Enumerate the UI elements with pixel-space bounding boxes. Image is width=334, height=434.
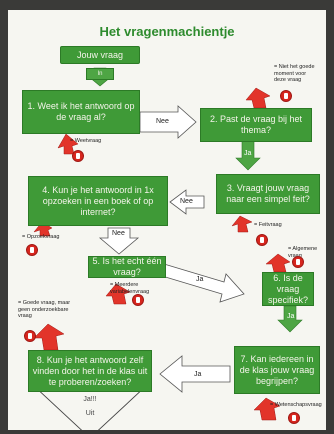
- question-text-5: 5. Is het echt één vraag?: [92, 256, 162, 277]
- end-funnel: [32, 385, 148, 430]
- question-box-5: 5. Is het echt één vraag?: [88, 256, 166, 278]
- start-label: Jouw vraag: [76, 49, 124, 60]
- question-text-7: 7. Kan iedereen in de klas jouw vraag be…: [239, 353, 315, 386]
- exit-note-8: = Goede vraag, maar geen onderzoekbare v…: [18, 300, 71, 319]
- exit-arrow-q7: [253, 397, 281, 421]
- exit-note-6: = Algemene vraag: [288, 246, 318, 259]
- stop-icon-q2: [280, 90, 292, 102]
- question-box-6: 6. Is de vraag specifiek?: [262, 272, 314, 306]
- end-out-text: Uit: [85, 410, 95, 417]
- exit-note-7: = Wetenschapsvraag: [270, 402, 322, 408]
- poster-title: Het vragenmachientje: [99, 24, 235, 39]
- arrow-label-nee-3-4: Nee: [180, 198, 193, 205]
- stop-icon-q6: [292, 256, 304, 268]
- exit-arrow-q1: [57, 133, 79, 155]
- arrow-q4-to-q5: [98, 227, 140, 255]
- question-text-8: 8. Kun je het antwoord zelf vinden door …: [32, 354, 148, 387]
- poster: Het vragenmachientje Jouw vraag In 1. We…: [8, 10, 326, 430]
- stop-icon-q3: [256, 234, 268, 246]
- arrow-q3-to-q4: [169, 189, 205, 215]
- arrow-q2-to-q3: [235, 139, 261, 171]
- question-box-2: 2. Past de vraag bij het thema?: [200, 108, 312, 142]
- arrow-label-nee-4-5: Nee: [112, 230, 125, 237]
- arrow-q7-to-q8: [159, 355, 231, 393]
- arrow-label-ja-7-8: Ja: [194, 371, 202, 378]
- arrow-q1-to-q2: [139, 105, 197, 139]
- end-yes-text: Ja!!!: [83, 396, 97, 403]
- stop-icon-q7: [288, 412, 300, 424]
- question-text-1: 1. Weet ik het antwoord op de vraag al?: [27, 101, 135, 122]
- arrow-q5-to-q6: [161, 263, 245, 303]
- exit-note-1: = Weetvraag: [70, 138, 102, 144]
- exit-note-3: = Feitvraag: [254, 222, 282, 228]
- arrow-label-ja-2-3: Ja: [244, 150, 252, 157]
- question-text-4: 4. Kun je het antwoord in 1x opzoeken in…: [42, 184, 154, 217]
- question-text-3: 3. Vraagt jouw vraag naar een simpel fei…: [226, 183, 310, 204]
- stop-icon-q5: [132, 294, 144, 306]
- exit-arrow-q2: [245, 87, 271, 109]
- exit-note-2: = Niet het goede moment voor deze vraag: [274, 64, 315, 83]
- start-in-label: In: [97, 70, 103, 77]
- question-text-2: 2. Past de vraag bij het thema?: [209, 114, 303, 135]
- question-text-6: 6. Is de vraag specifiek?: [267, 272, 309, 305]
- arrow-label-ja-6-7: Ja: [287, 313, 295, 320]
- question-box-1: 1. Weet ik het antwoord op de vraag al?: [22, 90, 140, 134]
- stop-icon-q8: [24, 330, 36, 342]
- stop-icon-q4: [26, 244, 38, 256]
- question-box-3: 3. Vraagt jouw vraag naar een simpel fei…: [216, 174, 320, 214]
- exit-note-5: = Meerdere variabelenvraag: [110, 282, 150, 295]
- start-box: Jouw vraag: [60, 46, 140, 64]
- exit-note-4: = Opzoekvraag: [22, 234, 60, 240]
- arrow-q6-to-q7: [277, 305, 303, 333]
- stop-icon-q1: [72, 150, 84, 162]
- exit-arrow-q5: [105, 283, 131, 305]
- arrow-label-ja-5-6: Ja: [196, 276, 204, 283]
- question-box-4: 4. Kun je het antwoord in 1x opzoeken in…: [28, 176, 168, 226]
- arrow-label-nee-1-2: Nee: [156, 118, 169, 125]
- exit-arrow-q8: [33, 323, 65, 351]
- start-in-box: In: [86, 68, 114, 80]
- exit-arrow-q3: [231, 215, 253, 233]
- question-box-7: 7. Kan iedereen in de klas jouw vraag be…: [234, 346, 320, 394]
- exit-arrow-q6: [265, 253, 291, 273]
- question-box-8: 8. Kun je het antwoord zelf vinden door …: [28, 350, 152, 392]
